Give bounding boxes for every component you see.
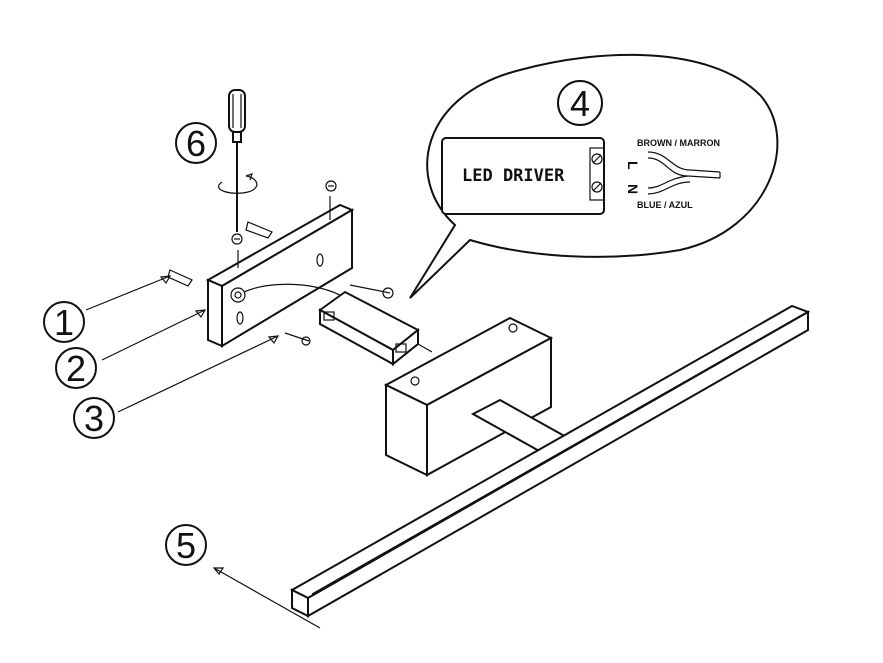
screws: [167, 180, 394, 346]
light-bar: [289, 304, 811, 618]
supply-cable: [243, 283, 346, 299]
callout-6-group: 6: [175, 122, 217, 164]
terminal-l-label: L: [625, 161, 641, 170]
wire-blue-label: BLUE / AZUL: [637, 200, 693, 210]
callout-6: 6: [186, 123, 206, 164]
callout-2-group: 2: [55, 347, 97, 389]
led-driver-label: LED DRIVER: [462, 166, 565, 186]
terminal-n-label: N: [625, 184, 641, 194]
callout-4-circle: [557, 80, 603, 126]
callout-1: 1: [54, 302, 74, 343]
callout-2: 2: [66, 348, 86, 389]
led-driver-inset: LED DRIVER L N BROWN / MARRON BLUE / AZU…: [409, 53, 779, 299]
screwdriver: [218, 89, 258, 232]
callout-5: 5: [176, 525, 196, 566]
wire-brown-label: BROWN / MARRON: [637, 138, 720, 148]
callout-1-group: 1: [43, 301, 85, 343]
mounting-bracket: [205, 196, 355, 348]
callout-5-group: 5: [165, 524, 207, 566]
callout-3: 3: [84, 398, 104, 439]
led-driver: [318, 290, 433, 367]
leader-lines: [85, 275, 321, 629]
callout-4: 4: [570, 83, 590, 124]
callout-3-group: 3: [73, 397, 115, 439]
